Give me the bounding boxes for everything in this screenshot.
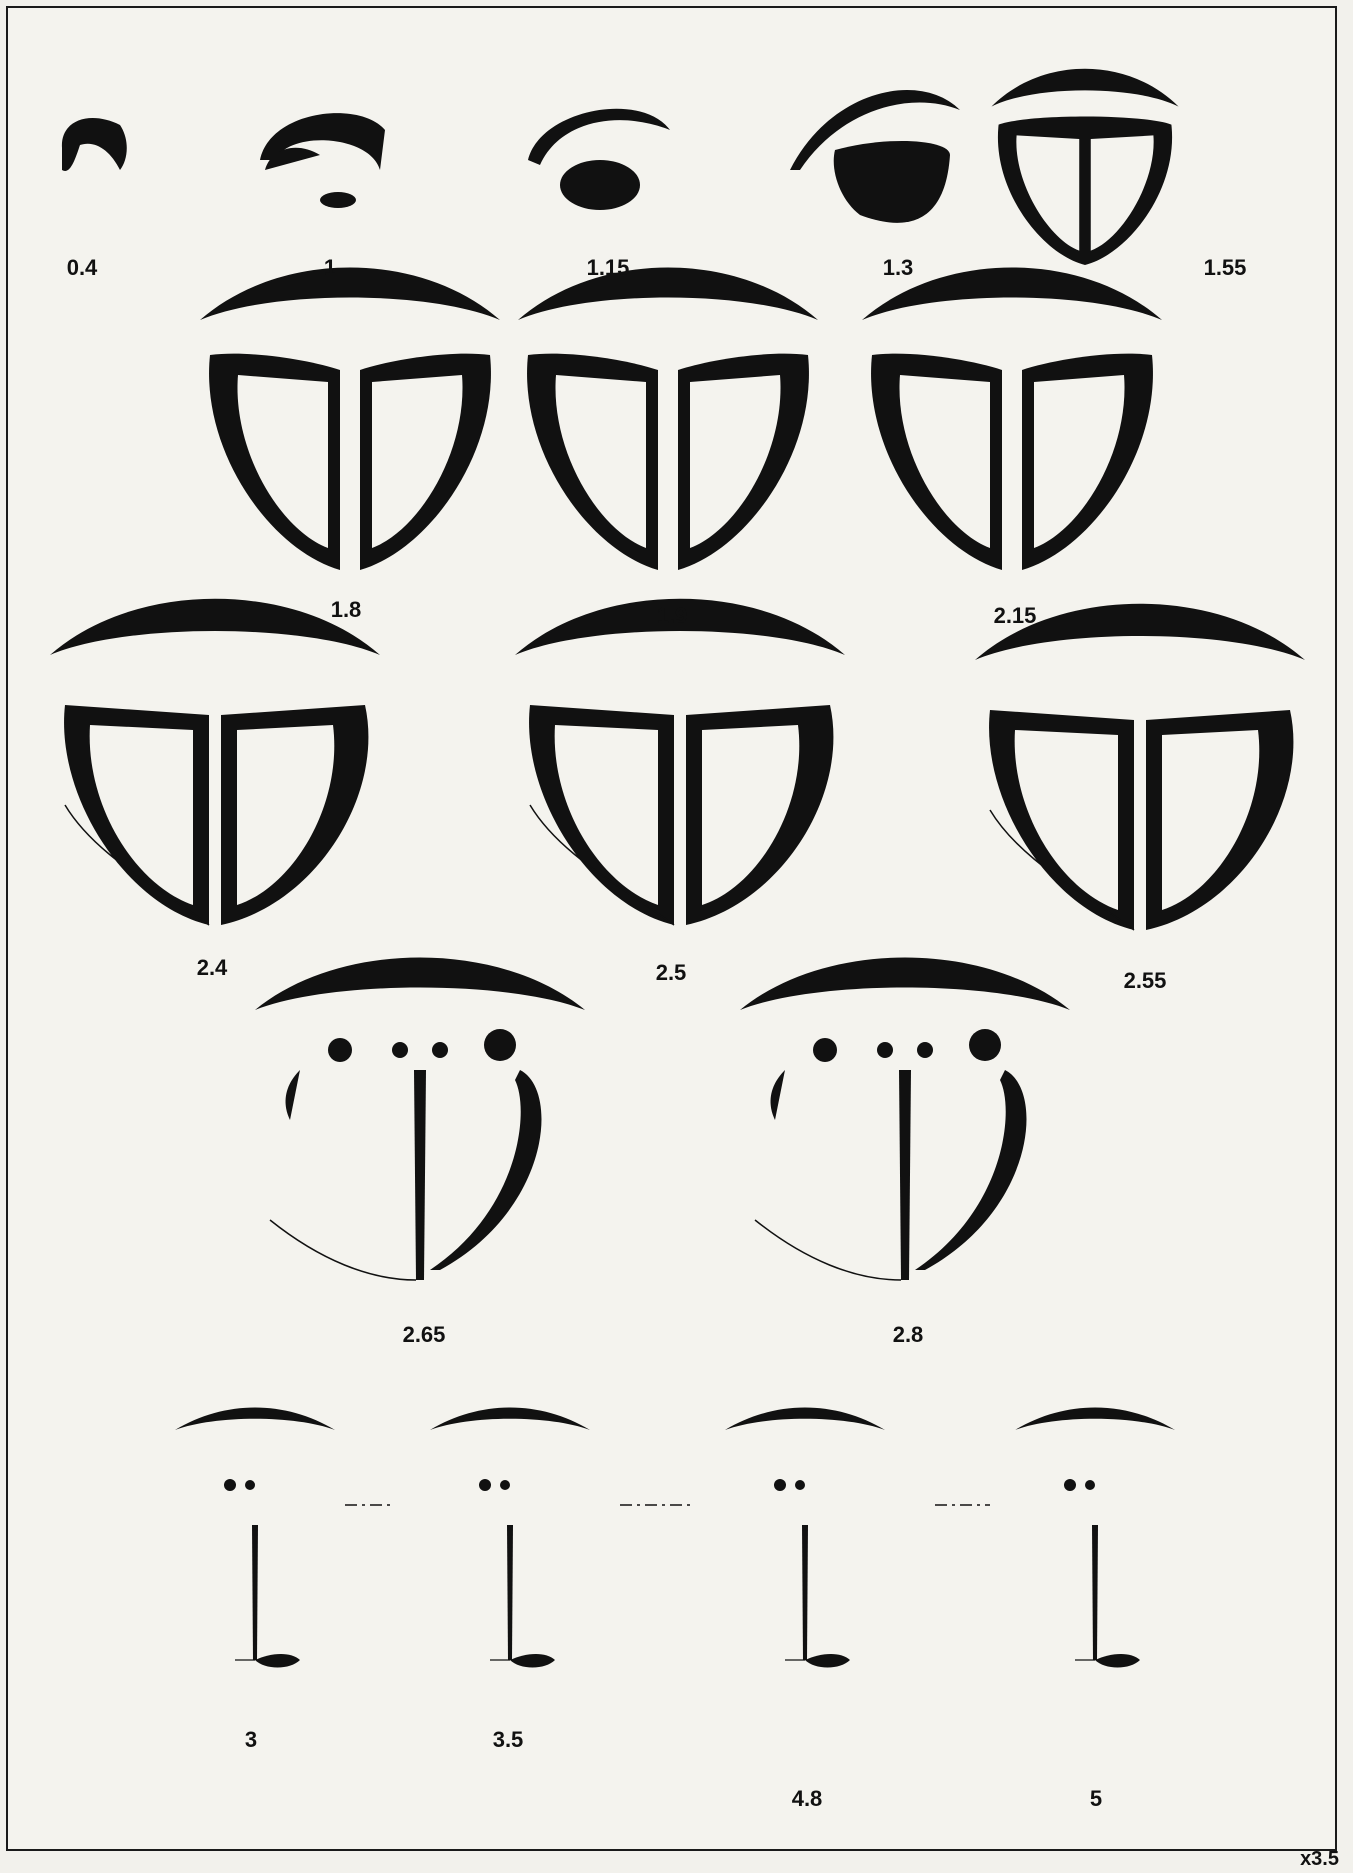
section-2.65 [255, 958, 585, 1281]
section-1.8 [200, 268, 500, 571]
stage-label: 1 [324, 255, 336, 281]
section-2.55 [975, 604, 1305, 930]
stage-label: 1.3 [883, 255, 914, 281]
section-3 [175, 1408, 335, 1668]
section-1.9 [518, 268, 818, 571]
section-1.3 [790, 90, 960, 223]
section-0.4 [62, 118, 127, 171]
stage-label: 2.8 [893, 1322, 924, 1348]
stage-label: 1.15 [587, 255, 630, 281]
stage-label: 4.8 [792, 1786, 823, 1812]
stage-label: 1.8 [331, 597, 362, 623]
section-3.5 [430, 1408, 590, 1668]
section-2.4 [50, 599, 380, 925]
section-1.15 [528, 109, 670, 210]
stage-label: 0.4 [67, 255, 98, 281]
stage-label: 1.55 [1204, 255, 1247, 281]
section-5 [1015, 1408, 1175, 1668]
magnification-label: x3.5 [1300, 1848, 1339, 1871]
stage-label: 2.5 [656, 960, 687, 986]
stage-label: 3.5 [493, 1727, 524, 1753]
stage-label: 5 [1090, 1786, 1102, 1812]
stage-label: 2.65 [403, 1322, 446, 1348]
stage-label: 2.15 [994, 603, 1037, 629]
section-2.8 [740, 958, 1070, 1281]
stage-label: 3 [245, 1727, 257, 1753]
section-1 [260, 113, 385, 208]
stage-label: 2.55 [1124, 968, 1167, 994]
section-2.5 [515, 599, 845, 925]
stage-label: 1.9 [657, 603, 688, 629]
section-2.15 [862, 268, 1162, 571]
section-4.8 [725, 1408, 885, 1668]
stage-label: 2.4 [197, 955, 228, 981]
section-1.55 [991, 69, 1178, 265]
